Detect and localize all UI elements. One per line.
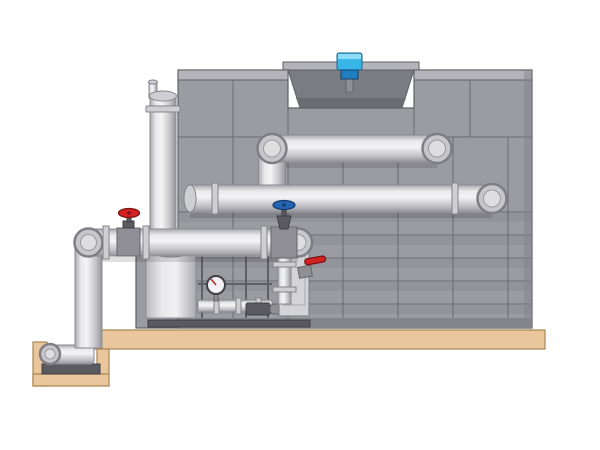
riser-stub-cap: [148, 79, 158, 85]
tower-rim-left: [177, 69, 289, 81]
sump-pump-base: [41, 363, 101, 375]
suction-elbow-face: [80, 234, 97, 251]
tower-rim-right: [413, 69, 533, 81]
header-flange-2: [142, 225, 150, 260]
tower-basin-floor: [296, 98, 406, 108]
skid-base-rail: [147, 319, 311, 328]
ball-valve-lever: [304, 255, 327, 266]
skid-frame: [198, 251, 272, 318]
sump-drop-pipe: [74, 241, 103, 349]
control-valve-bonnet: [276, 215, 292, 230]
ball-valve-body: [297, 264, 313, 279]
ball-valve: [297, 255, 327, 279]
ground: [32, 329, 546, 387]
return-pipe-flange-right: [451, 182, 459, 215]
sump-pump-face-hub: [44, 348, 56, 360]
distribution-pipe-shadow: [272, 163, 437, 168]
level-sensor-cap: [338, 54, 361, 59]
tower-louver-shading: [178, 213, 532, 314]
tower-base-strip: [178, 318, 532, 328]
return-pipe: [189, 184, 493, 213]
control-valve-body: [270, 226, 298, 259]
sump-pit-floor: [32, 373, 110, 387]
distribution-pipe: [271, 134, 438, 163]
tower-right-shade: [524, 70, 532, 328]
riser-cap: [149, 90, 177, 102]
skid-pump: [245, 302, 271, 316]
riser-pipe: [149, 95, 177, 239]
upper-piping: [145, 79, 508, 239]
gate-valve-body: [116, 227, 141, 257]
header-flange-1: [102, 225, 110, 260]
control-valve-hub: [282, 203, 286, 207]
control-valve: [270, 199, 298, 259]
level-sensor-base: [340, 69, 359, 80]
riser-flange: [145, 105, 181, 113]
distribution-pipe-joint-face: [263, 139, 281, 158]
gate-valve-hub: [127, 211, 131, 215]
concrete-slab: [94, 329, 546, 350]
level-sensor-stem: [345, 77, 354, 93]
skid-pipe-flange-2: [235, 297, 242, 315]
distribution-pipe-end-face: [428, 139, 446, 158]
front-piping: [73, 199, 327, 349]
level-sensor: [336, 52, 363, 93]
gate-valve: [116, 207, 141, 257]
return-pipe-cap: [183, 184, 197, 213]
header-flange-3: [260, 225, 268, 260]
return-pipe-flange-left: [211, 182, 219, 215]
valve-drop-flange-1: [272, 261, 297, 268]
return-pipe-end-face: [483, 189, 501, 208]
return-pipe-shadow: [190, 213, 492, 218]
valve-drop-flange-2: [272, 286, 297, 293]
suction-header-shadow: [88, 257, 298, 262]
pressure-gauge-needle: [210, 278, 217, 286]
